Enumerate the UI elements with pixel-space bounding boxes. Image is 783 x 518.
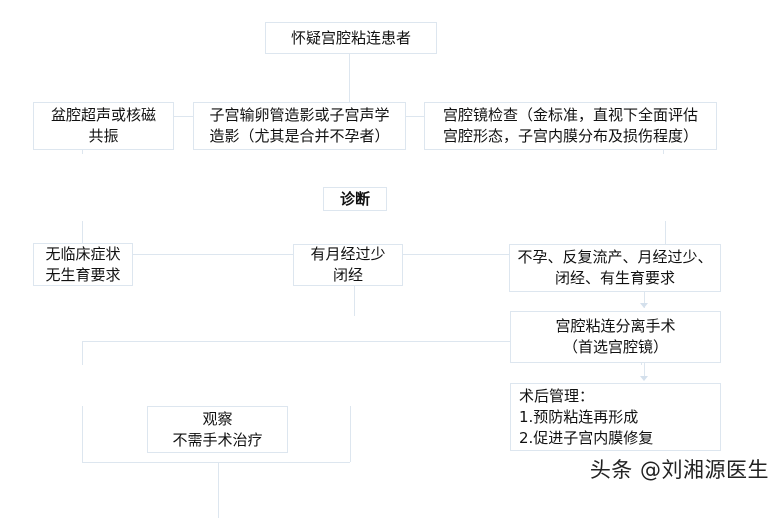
connector: [82, 462, 350, 463]
exam-text: 子宫输卵管造影或子宫声学: [209, 106, 390, 124]
exam-box-hsg: 子宫输卵管造影或子宫声学 造影（尤其是合并不孕者）: [193, 102, 406, 150]
connector: [82, 221, 83, 254]
connector: [218, 462, 219, 518]
branch-box-infertility: 不孕、反复流产、月经过少、 闭经、有生育要求: [509, 244, 721, 292]
watermark: 头条 @刘湘源医生: [589, 458, 769, 482]
connector: [82, 341, 642, 342]
arrow-down-icon: [640, 376, 648, 381]
branch-box-oligomenorrhea: 有月经过少 闭经: [293, 244, 403, 286]
connector: [349, 54, 350, 116]
branch-text: 无生育要求: [45, 265, 121, 284]
exam-text: 宫腔形态，子宫内膜分布及损伤程度）: [442, 127, 698, 145]
observe-text: 不需手术治疗: [172, 430, 263, 449]
postop-text: 2.促进子宫内膜修复: [519, 428, 654, 447]
branch-text: 无临床症状: [45, 244, 121, 263]
title-box: 怀疑宫腔粘连患者: [265, 22, 437, 54]
postop-box: 术后管理： 1.预防粘连再形成 2.促进子宫内膜修复: [510, 383, 721, 451]
arrow-down-icon: [640, 303, 648, 308]
diagnosis-box: 诊断: [323, 187, 387, 211]
surgery-text: （首选宫腔镜）: [562, 338, 668, 356]
postop-text: 术后管理：: [519, 386, 595, 405]
connector: [350, 406, 351, 462]
branch-text: 不孕、反复流产、月经过少、: [517, 248, 713, 266]
exam-box-ultrasound: 盆腔超声或核磁 共振: [33, 102, 174, 150]
branch-text: 闭经: [332, 266, 363, 284]
surgery-text: 宫腔粘连分离手术: [555, 317, 676, 335]
connector: [644, 292, 645, 308]
exam-text: 盆腔超声或核磁: [50, 106, 156, 124]
surgery-box: 宫腔粘连分离手术 （首选宫腔镜）: [510, 311, 721, 363]
exam-box-hysteroscopy: 宫腔镜检查（金标准，直视下全面评估 宫腔形态，子宫内膜分布及损伤程度）: [424, 102, 717, 150]
branch-text: 闭经、有生育要求: [554, 269, 675, 287]
branch-text: 有月经过少: [310, 245, 386, 263]
connector: [665, 221, 666, 254]
exam-text: 共振: [88, 127, 119, 145]
exam-text: 造影（尤其是合并不孕者）: [209, 127, 390, 145]
observe-text: 观察: [202, 409, 233, 428]
branch-box-asymptomatic: 无临床症状 无生育要求: [33, 243, 133, 286]
title-text: 怀疑宫腔粘连患者: [290, 28, 411, 47]
connector: [82, 341, 83, 365]
postop-text: 1.预防粘连再形成: [519, 407, 639, 426]
exam-text: 宫腔镜检查（金标准，直视下全面评估: [442, 106, 698, 124]
connector: [82, 406, 83, 462]
observe-box: 观察 不需手术治疗: [147, 406, 288, 453]
connector: [644, 362, 645, 380]
diagnosis-text: 诊断: [339, 189, 370, 208]
